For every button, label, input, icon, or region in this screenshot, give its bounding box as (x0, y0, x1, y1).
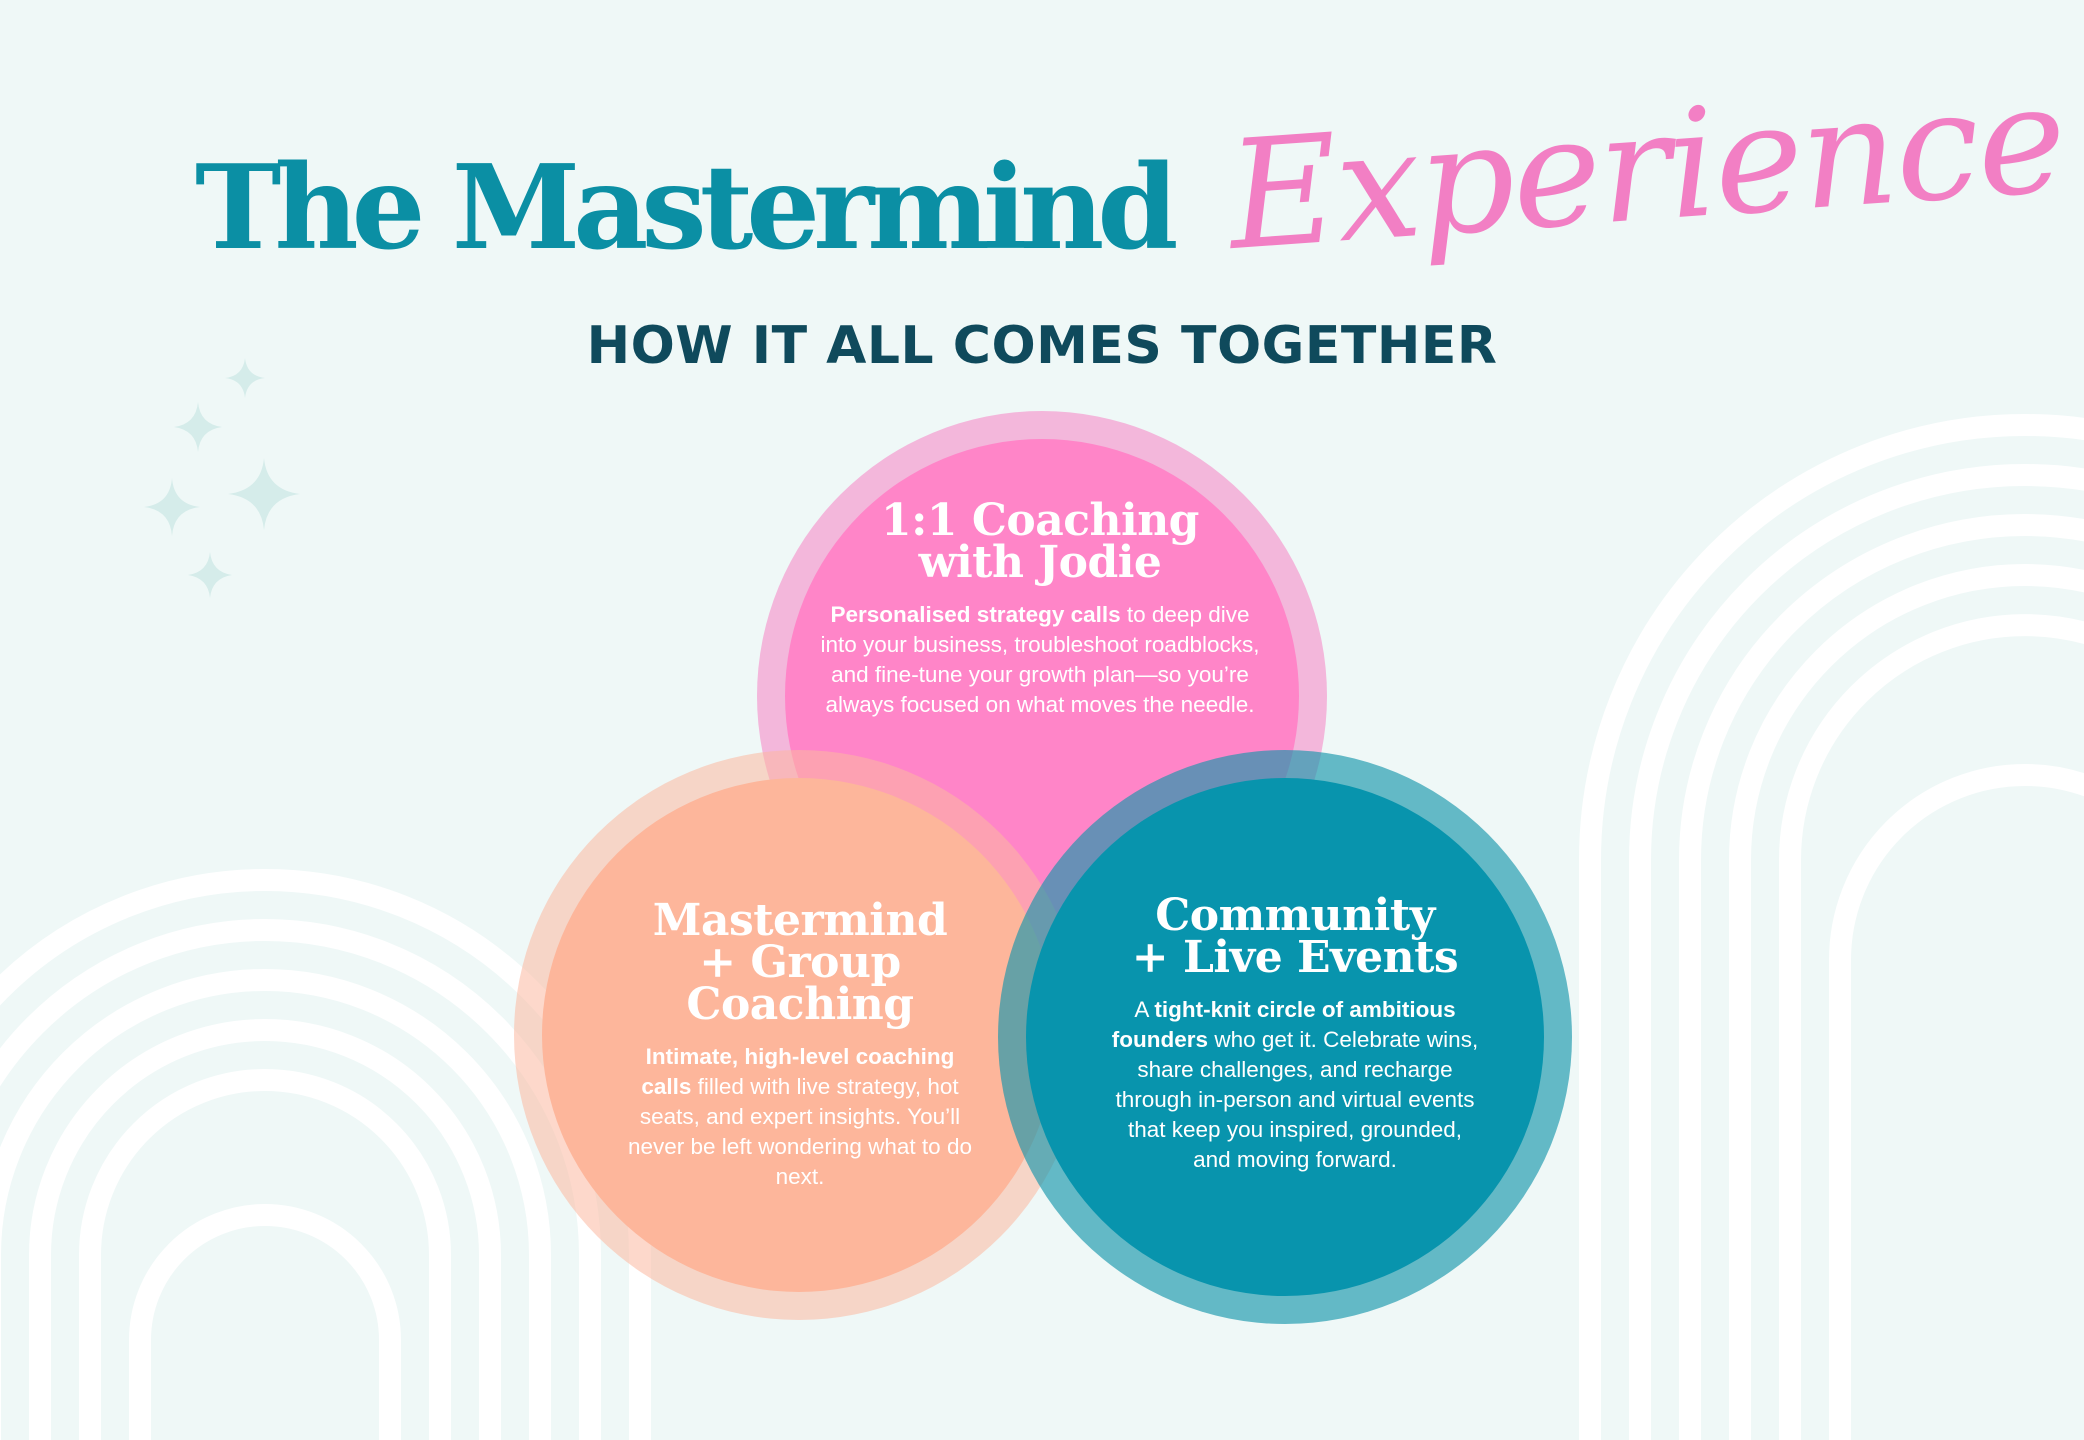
group-heading-line: Mastermind (620, 900, 980, 942)
coaching-block: 1:1 Coaching with Jodie Personalised str… (820, 500, 1260, 720)
title-serif-text: The Mastermind (195, 140, 1171, 276)
page-subtitle: HOW IT ALL COMES TOGETHER (0, 316, 2084, 376)
page-title: The Mastermind Experience (195, 110, 1995, 310)
community-heading: Community + Live Events (1110, 895, 1480, 979)
coaching-description-bold: Personalised strategy calls (830, 602, 1120, 627)
group-heading-line: + Group (620, 942, 980, 984)
right-rainbow-arch (1590, 425, 2084, 1440)
community-description-lead: A (1134, 997, 1154, 1022)
community-heading-line: Community (1110, 895, 1480, 937)
community-description: A tight-knit circle of ambitious founder… (1110, 995, 1480, 1175)
group-heading-line: Coaching (620, 984, 980, 1026)
sparkle-icon (144, 478, 200, 536)
sparkle-icon (228, 458, 300, 530)
coaching-heading: 1:1 Coaching with Jodie (820, 500, 1260, 584)
group-coaching-heading: Mastermind + Group Coaching (620, 900, 980, 1026)
group-coaching-description: Intimate, high-level coaching calls fill… (620, 1042, 980, 1192)
sparkle-icon (188, 552, 232, 598)
community-block: Community + Live Events A tight-knit cir… (1110, 895, 1480, 1175)
sparkle-icon (174, 402, 222, 452)
coaching-description: Personalised strategy calls to deep dive… (820, 600, 1260, 720)
sparkle-cluster (144, 358, 300, 598)
coaching-heading-line: 1:1 Coaching (820, 500, 1260, 542)
coaching-heading-line: with Jodie (820, 542, 1260, 584)
community-heading-line: + Live Events (1110, 937, 1480, 979)
group-coaching-block: Mastermind + Group Coaching Intimate, hi… (620, 900, 980, 1192)
